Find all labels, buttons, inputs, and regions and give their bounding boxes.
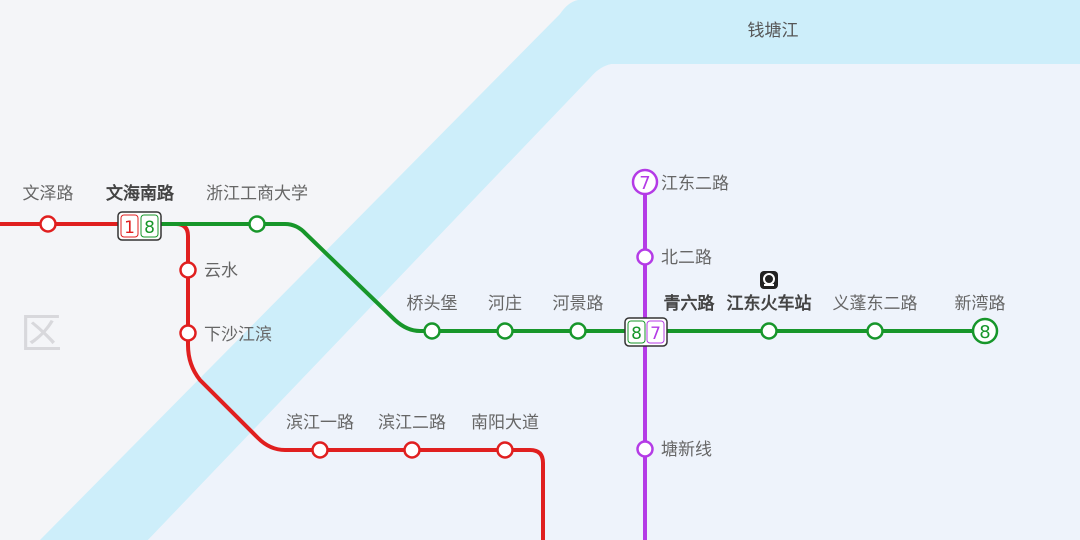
line-badge-8: 8 xyxy=(144,218,155,238)
svg-text:文泽路: 文泽路 xyxy=(23,184,74,204)
interchange-wenhainanlu[interactable]: 文海南路 1 8 xyxy=(106,183,175,241)
svg-text:河景路: 河景路 xyxy=(553,294,604,314)
station-xiashajiangbin[interactable]: 下沙江滨 xyxy=(179,324,273,345)
svg-text:河庄: 河庄 xyxy=(488,294,522,314)
station-yipengdongerlu[interactable]: 义蓬东二路 xyxy=(833,294,918,340)
svg-text:新湾路: 新湾路 xyxy=(955,294,1006,314)
station-hezhuang[interactable]: 河庄 xyxy=(488,294,522,340)
svg-text:下沙江滨: 下沙江滨 xyxy=(204,325,272,345)
station-xinwanlu-terminal[interactable]: 8 新湾路 xyxy=(955,294,1006,345)
line-badge-8: 8 xyxy=(631,324,642,344)
svg-text:江东火车站: 江东火车站 xyxy=(727,293,812,314)
station-jiangdong-railway[interactable]: 江东火车站 xyxy=(727,271,812,340)
station-binjiangyilu[interactable]: 滨江一路 xyxy=(286,413,354,459)
svg-text:8: 8 xyxy=(979,322,990,343)
land-east xyxy=(148,64,1080,540)
station-tangxinxian[interactable]: 塘新线 xyxy=(636,440,713,460)
station-binjiangerlu[interactable]: 滨江二路 xyxy=(378,413,446,459)
svg-text:滨江二路: 滨江二路 xyxy=(378,413,446,433)
svg-text:北二路: 北二路 xyxy=(661,248,712,268)
svg-text:南阳大道: 南阳大道 xyxy=(471,413,539,433)
svg-text:青六路: 青六路 xyxy=(664,293,716,314)
svg-text:义蓬东二路: 义蓬东二路 xyxy=(833,294,918,314)
svg-text:桥头堡: 桥头堡 xyxy=(407,294,458,314)
river-label: 钱塘江 xyxy=(748,21,799,41)
station-yunshui[interactable]: 云水 xyxy=(179,261,239,281)
line-badge-1: 1 xyxy=(124,218,135,238)
svg-text:云水: 云水 xyxy=(204,261,238,281)
svg-text:文海南路: 文海南路 xyxy=(106,183,175,204)
svg-text:浙江工商大学: 浙江工商大学 xyxy=(206,184,308,204)
district-label: 区 xyxy=(20,309,62,358)
svg-text:江东二路: 江东二路 xyxy=(661,174,729,194)
line-1-track xyxy=(0,222,545,540)
river xyxy=(40,0,1080,540)
station-beierlu[interactable]: 北二路 xyxy=(636,248,713,268)
station-qiaotoubao[interactable]: 桥头堡 xyxy=(407,294,458,340)
line-8-track xyxy=(150,222,985,333)
station-hejinglu[interactable]: 河景路 xyxy=(553,294,604,340)
station-jiangdongerlu-terminal[interactable]: 7 江东二路 xyxy=(631,168,729,196)
interchange-qingliulu[interactable]: 青六路 8 7 xyxy=(624,293,716,347)
station-zhejiang-gongshang-daxue[interactable]: 浙江工商大学 xyxy=(206,184,308,233)
svg-text:滨江一路: 滨江一路 xyxy=(286,413,354,433)
station-nanyangdadao[interactable]: 南阳大道 xyxy=(471,413,539,459)
station-wenzelu[interactable]: 文泽路 xyxy=(23,184,74,233)
train-station-icon xyxy=(760,271,778,289)
svg-text:7: 7 xyxy=(639,173,650,194)
svg-text:塘新线: 塘新线 xyxy=(661,440,712,460)
line-badge-7: 7 xyxy=(650,324,661,344)
